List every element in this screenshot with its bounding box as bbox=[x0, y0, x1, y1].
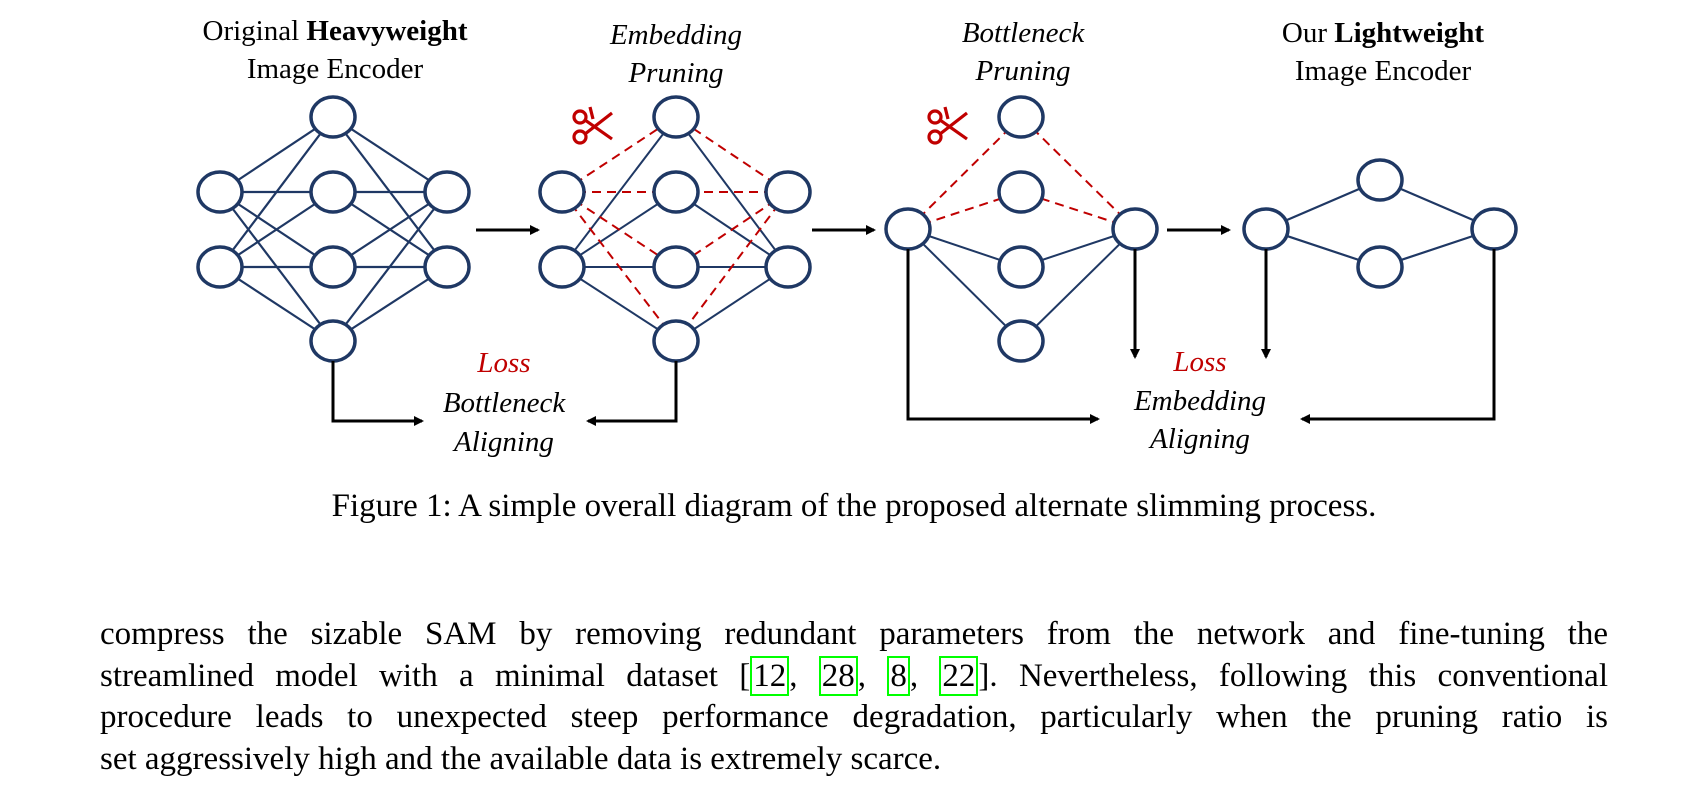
svg-text:Image Encoder: Image Encoder bbox=[1295, 55, 1472, 87]
loss-label-embedding-aligning: Loss Embedding Aligning bbox=[1133, 346, 1266, 455]
embedding-aligning-connectors bbox=[906, 249, 1496, 424]
svg-text:Pruning: Pruning bbox=[627, 57, 723, 89]
stage-title-lightweight: Our Lightweight Image Encoder bbox=[1282, 17, 1485, 87]
svg-text:Embedding: Embedding bbox=[1133, 385, 1266, 417]
citation-link[interactable]: 12 bbox=[750, 655, 790, 696]
stage-title-heavyweight: Original Heavyweight Image Encoder bbox=[203, 15, 468, 85]
svg-text:Aligning: Aligning bbox=[1148, 423, 1250, 455]
svg-text:Bottleneck: Bottleneck bbox=[962, 17, 1086, 49]
body-paragraph: compress the sizable SAM by removing red… bbox=[100, 614, 1608, 780]
svg-text:Original Heavyweight: Original Heavyweight bbox=[203, 15, 468, 47]
svg-text:Embedding: Embedding bbox=[609, 19, 742, 51]
citation-link[interactable]: 8 bbox=[887, 655, 910, 696]
scissors-icon bbox=[927, 106, 968, 145]
embedding-pruning-network bbox=[538, 95, 812, 363]
stage-title-bottleneck-pruning: Bottleneck Pruning bbox=[962, 17, 1086, 87]
svg-text:Loss: Loss bbox=[1172, 346, 1226, 378]
bottleneck-aligning-connectors bbox=[331, 361, 678, 426]
svg-text:Loss: Loss bbox=[476, 347, 530, 379]
paragraph-line: set aggressively high and the available … bbox=[100, 740, 942, 777]
figure-caption: Figure 1: A simple overall diagram of th… bbox=[331, 488, 1377, 524]
stage-title-embedding-pruning: Embedding Pruning bbox=[609, 19, 742, 89]
svg-text:Pruning: Pruning bbox=[974, 55, 1070, 87]
paragraph-line: streamlined model with a minimal dataset… bbox=[100, 655, 1608, 696]
citation-link[interactable]: 22 bbox=[939, 655, 979, 696]
svg-text:Aligning: Aligning bbox=[452, 426, 554, 458]
lightweight-network bbox=[1242, 158, 1518, 289]
paragraph-line: procedure leads to unexpected steep perf… bbox=[100, 699, 1608, 735]
svg-text:Our Lightweight: Our Lightweight bbox=[1282, 17, 1485, 49]
svg-text:Image Encoder: Image Encoder bbox=[247, 53, 424, 85]
heavyweight-network bbox=[196, 95, 471, 363]
alternate-slimming-diagram: Original Heavyweight Image Encoder Embed… bbox=[196, 15, 1518, 458]
loss-label-bottleneck-aligning: Loss Bottleneck Aligning bbox=[443, 347, 567, 458]
scissors-icon bbox=[572, 106, 613, 145]
paragraph-line: compress the sizable SAM by removing red… bbox=[100, 616, 1608, 652]
bottleneck-pruning-network bbox=[884, 95, 1159, 363]
svg-text:Bottleneck: Bottleneck bbox=[443, 387, 567, 419]
citation-link[interactable]: 28 bbox=[818, 655, 858, 696]
